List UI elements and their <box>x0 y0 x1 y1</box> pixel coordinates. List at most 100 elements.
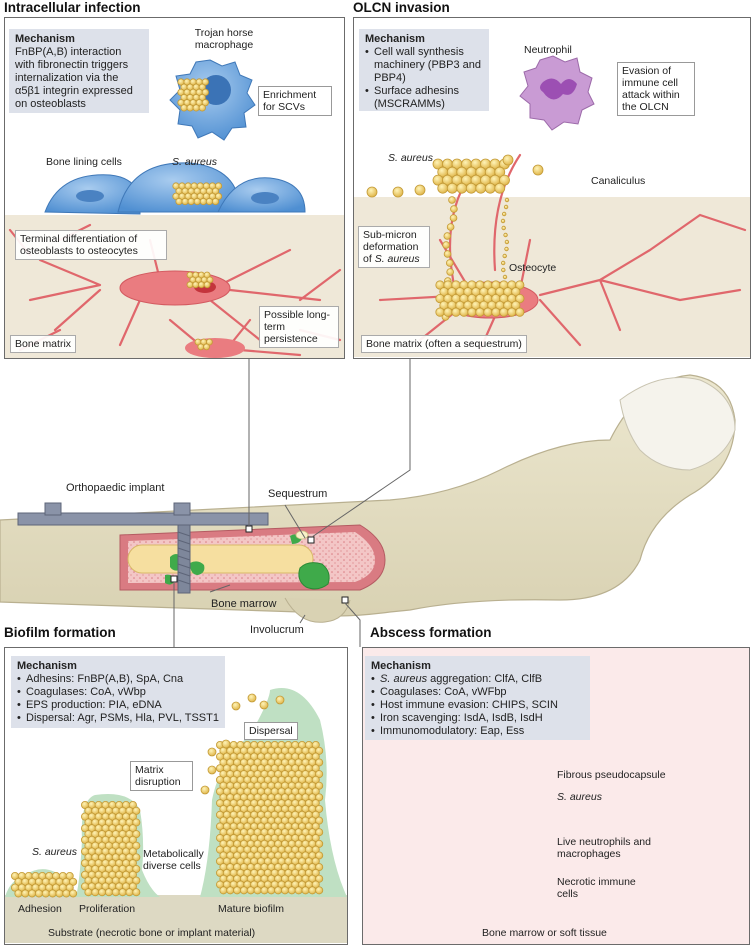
coccus <box>450 205 458 213</box>
biofilm-mechanism-heading: Mechanism <box>17 660 77 672</box>
coccus <box>494 166 506 178</box>
coccus <box>128 835 137 844</box>
coccus <box>515 280 525 290</box>
fibrous-label: Fibrous pseudocapsule <box>557 769 666 781</box>
coccus <box>414 184 426 196</box>
submicron-line2: deformation <box>363 241 419 253</box>
proliferation-label: Proliferation <box>79 903 136 915</box>
coccus <box>494 182 506 194</box>
coccus <box>198 83 206 91</box>
abscess-s-aureus-label: S. aureus <box>557 791 602 803</box>
coccus <box>128 801 137 810</box>
terminal-differentiation-box: Terminal differentiation of osteoblasts … <box>15 230 167 260</box>
coccus <box>259 700 269 710</box>
coccus <box>132 806 141 815</box>
coccus <box>500 218 506 224</box>
coccus <box>65 872 74 881</box>
coccus <box>132 818 141 827</box>
biofilm-title: Biofilm formation <box>4 625 116 640</box>
substrate-label: Substrate (necrotic bone or implant mate… <box>48 927 256 939</box>
dispersal-box: Dispersal <box>244 722 298 740</box>
intracellular-mechanism-heading: Mechanism <box>15 33 75 45</box>
coccus <box>201 78 209 86</box>
coccus <box>128 847 137 856</box>
coccus <box>69 877 78 886</box>
connector-lines <box>173 358 411 647</box>
coccus <box>311 775 320 784</box>
coccus <box>221 739 231 749</box>
coccus <box>392 186 404 198</box>
coccus <box>315 874 324 883</box>
osteocyte-label: Osteocyte <box>509 262 557 274</box>
sequestrum-label: Sequestrum <box>268 488 328 500</box>
coccus <box>128 870 137 879</box>
coccus <box>231 701 241 711</box>
bone-lining-label: Bone lining cells <box>46 156 122 168</box>
coccus <box>128 859 137 868</box>
coccus <box>311 868 320 877</box>
coccus <box>448 196 456 204</box>
coccus <box>315 758 324 767</box>
coccus <box>311 764 320 773</box>
intracellular-bone-matrix-label: Bone matrix <box>10 335 77 353</box>
coccus <box>128 812 137 821</box>
coccus <box>132 830 141 839</box>
coccus <box>315 886 324 895</box>
coccus <box>275 695 285 705</box>
biofilm-mechanism-box: Mechanism Adhesins: FnBP(A,B), SpA, Cna … <box>11 656 225 728</box>
coccus <box>449 214 458 222</box>
evasion-box: Evasion of immune cell attack within the… <box>617 62 695 116</box>
olcn-mechanism-item: Surface adhesins (MSCRAMMs) <box>365 85 483 111</box>
coccus <box>503 204 509 210</box>
enrichment-box: Enrichment for SCVs <box>258 86 332 116</box>
coccus <box>214 192 223 200</box>
mature-biofilm-label: Mature biofilm <box>218 903 284 915</box>
coccus <box>311 752 320 761</box>
adhesion-label: Adhesion <box>18 903 62 915</box>
coccus <box>132 888 141 897</box>
coccus <box>200 785 210 795</box>
coccus <box>311 834 320 843</box>
abscess-mechanism-item: Immunomodulatory: Eap, Ess <box>371 725 584 738</box>
olcn-mechanism-item: Cell wall synthesis machinery (PBP3 and … <box>365 46 483 85</box>
abscess-mechanism-list: S. aureus aggregation: ClfA, ClfBCoagula… <box>371 673 584 738</box>
coccus <box>132 876 141 885</box>
coccus <box>315 804 324 813</box>
persistence-box: Possible long-term persistence <box>259 306 339 348</box>
coccus <box>211 197 220 206</box>
coccus <box>443 232 452 240</box>
abscess-mechanism-item: Host immune evasion: CHIPS, SCIN <box>371 699 584 712</box>
coccus <box>503 232 508 238</box>
coccus <box>315 793 324 802</box>
abscess-mechanism-item: Iron scavenging: IsdA, IsdB, IsdH <box>371 712 584 725</box>
coccus <box>311 880 320 889</box>
coccus <box>532 164 544 176</box>
coccus <box>311 787 320 796</box>
bone-marrow-label: Bone marrow <box>211 598 277 610</box>
olcn-title: OLCN invasion <box>353 0 450 15</box>
coccus <box>311 857 320 866</box>
coccus <box>211 187 220 195</box>
bone-artwork <box>0 374 736 623</box>
biofilm-mechanism-item: Coagulases: CoA, vWbp <box>17 686 219 699</box>
coccus <box>311 822 320 831</box>
abscess-mechanism-item: S. aureus aggregation: ClfA, ClfB <box>371 673 584 686</box>
coccus <box>515 293 525 304</box>
abscess-mechanism-item: Coagulases: CoA, vWFbp <box>371 686 584 699</box>
implant-label: Orthopaedic implant <box>66 482 165 494</box>
coccus <box>315 839 324 848</box>
coccus <box>502 253 507 259</box>
live-cells-label: Live neutrophils and macrophages <box>557 836 651 860</box>
coccus <box>501 267 506 273</box>
coccus <box>201 88 209 96</box>
submicron-prefix: of <box>363 253 375 265</box>
coccus <box>203 343 210 351</box>
coccus <box>132 864 141 873</box>
coccus <box>311 810 320 819</box>
olcn-bone-matrix-label: Bone matrix (often a sequestrum) <box>361 335 527 353</box>
coccus <box>446 268 454 276</box>
coccus <box>315 828 324 837</box>
coccus <box>501 211 507 217</box>
submicron-line1: Sub-micron <box>363 229 417 241</box>
coccus <box>515 307 525 317</box>
